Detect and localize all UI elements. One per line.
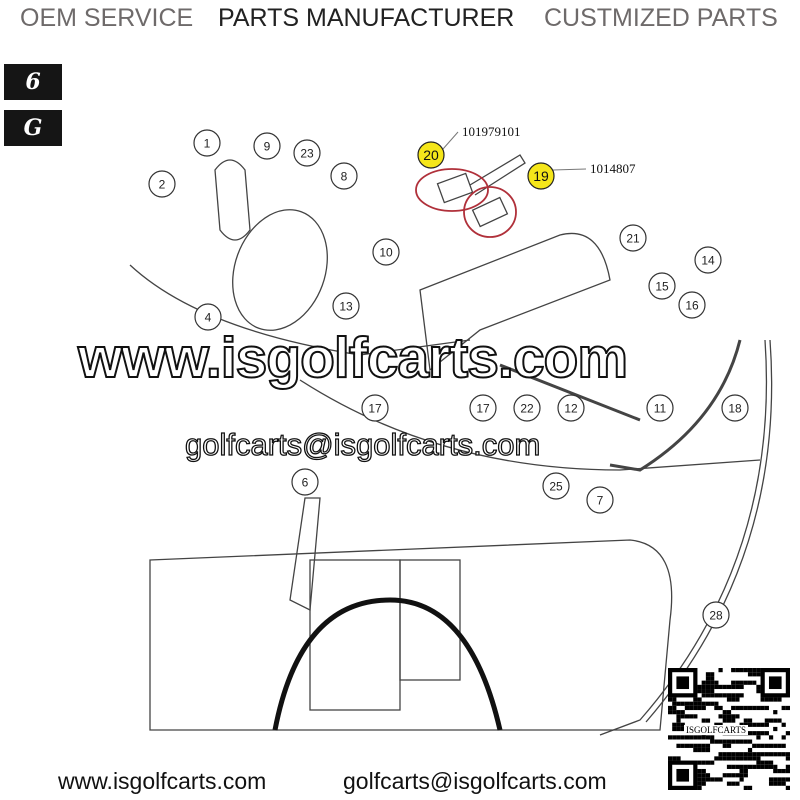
- callout-9: 9: [253, 132, 281, 160]
- callout-25: 25: [542, 472, 570, 500]
- svg-text:6: 6: [302, 476, 309, 490]
- svg-text:18: 18: [728, 402, 742, 416]
- svg-text:9: 9: [264, 140, 271, 154]
- badge-6: 6: [4, 64, 62, 100]
- svg-text:1: 1: [204, 137, 211, 151]
- watermark-email: golfcarts@isgolfcarts.com: [184, 427, 541, 462]
- watermark-website: www.isgolfcarts.com: [77, 326, 629, 390]
- callout-12: 12: [557, 394, 585, 422]
- callout-14: 14: [694, 246, 722, 274]
- part-number-19: 1014807: [590, 161, 636, 176]
- svg-text:20: 20: [423, 147, 439, 163]
- svg-text:10: 10: [379, 246, 393, 260]
- qr-label: ISGOLFCARTS: [684, 725, 748, 735]
- callout-21: 21: [619, 224, 647, 252]
- svg-text:23: 23: [300, 147, 314, 161]
- svg-text:17: 17: [368, 402, 382, 416]
- callout-8: 8: [330, 162, 358, 190]
- header-oem-service: OEM SERVICE: [20, 4, 194, 32]
- svg-text:25: 25: [549, 480, 563, 494]
- svg-text:12: 12: [564, 402, 578, 416]
- callout-7: 7: [586, 486, 614, 514]
- footer-website: www.isgolfcarts.com: [58, 768, 267, 794]
- callout-2: 2: [148, 170, 176, 198]
- callout-13: 13: [332, 292, 360, 320]
- callout-4: 4: [194, 303, 222, 331]
- highlighted-callout-20: 20 101979101: [417, 124, 521, 169]
- footer-email: golfcarts@isgolfcarts.com: [343, 768, 607, 794]
- callout-17: 17: [361, 394, 389, 422]
- qr-code: [668, 668, 790, 790]
- callout-6: 6: [291, 468, 319, 496]
- svg-text:16: 16: [685, 299, 699, 313]
- diagram-lines: [129, 154, 773, 736]
- callout-16: 16: [678, 291, 706, 319]
- badge-g: G: [4, 110, 62, 146]
- svg-text:13: 13: [339, 300, 353, 314]
- highlighted-callout-19: 19 1014807: [527, 161, 636, 190]
- header-parts-manufacturer: PARTS MANUFACTURER: [218, 4, 515, 32]
- highlight-rings: [415, 168, 517, 238]
- svg-text:28: 28: [709, 609, 723, 623]
- svg-text:8: 8: [341, 170, 348, 184]
- callout-18: 18: [721, 394, 749, 422]
- callout-11: 11: [646, 394, 674, 422]
- zoom-arc: [272, 597, 503, 731]
- callout-15: 15: [648, 272, 676, 300]
- svg-text:4: 4: [205, 311, 212, 325]
- callout-10: 10: [372, 238, 400, 266]
- svg-text:21: 21: [626, 232, 640, 246]
- callout-22: 22: [513, 394, 541, 422]
- svg-text:7: 7: [597, 494, 604, 508]
- callout-17: 17: [469, 394, 497, 422]
- svg-text:11: 11: [654, 402, 667, 416]
- header-customized-parts: CUSTMIZED PARTS: [544, 4, 778, 32]
- svg-text:19: 19: [533, 168, 549, 184]
- callout-28: 28: [702, 601, 730, 629]
- svg-text:2: 2: [159, 178, 166, 192]
- svg-text:17: 17: [476, 402, 490, 416]
- svg-text:14: 14: [701, 254, 715, 268]
- highlighted-callouts: 20 101979101 19 1014807: [417, 124, 636, 190]
- part-number-20: 101979101: [462, 124, 521, 139]
- callout-23: 23: [293, 139, 321, 167]
- svg-text:22: 22: [520, 402, 534, 416]
- callout-1: 1: [193, 129, 221, 157]
- svg-text:15: 15: [655, 280, 669, 294]
